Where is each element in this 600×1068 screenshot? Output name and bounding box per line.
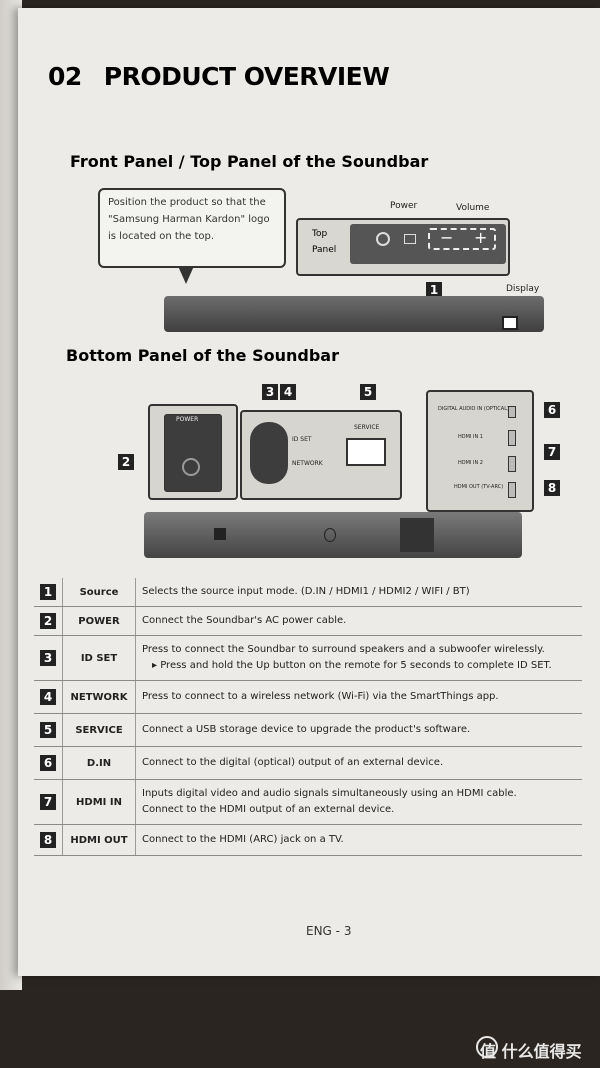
section-number: 02: [48, 62, 82, 91]
page-footer: ENG - 3: [306, 924, 352, 938]
input-ports-window: DIGITAL AUDIO IN (OPTICAL) HDMI IN 1 HDM…: [426, 390, 534, 512]
badge-hdmi-out: 8: [544, 480, 560, 496]
volume-control: − +: [428, 228, 496, 250]
row-badge: 8: [40, 832, 56, 848]
spec-table: 1 Source Selects the source input mode. (D…: [34, 578, 582, 856]
description-line: Connect to the HDMI (ARC) jack on a TV.: [142, 834, 344, 845]
spec-row: 6 D.IN Connect to the digital (optical) ou…: [34, 746, 582, 780]
section-heading: 02 PRODUCT OVERVIEW: [48, 62, 390, 91]
description-note: ▸ Press and hold the Up button on the re…: [142, 658, 576, 674]
ports-mark: [400, 518, 434, 552]
usb-port: [346, 438, 386, 466]
port-label-service: SERVICE: [354, 424, 380, 431]
optical-port: [508, 406, 516, 418]
row-badge: 4: [40, 689, 56, 705]
row-badge: 7: [40, 794, 56, 810]
description-line: Connect to the digital (optical) output …: [142, 757, 444, 768]
display-label: Display: [506, 284, 540, 294]
spec-row: 2 POWER Connect the Soundbar's AC power ca…: [34, 606, 582, 636]
power-port-window: POWER: [148, 404, 238, 500]
row-badge: 5: [40, 722, 56, 738]
power-socket-icon: [182, 458, 200, 476]
display-icon: [502, 316, 518, 330]
port-label-d-in: DIGITAL AUDIO IN (OPTICAL): [438, 406, 509, 412]
spec-row: 5 SERVICE Connect a USB storage device to …: [34, 713, 582, 747]
port-label-network: NETWORK: [292, 460, 323, 467]
description-line: Selects the source input mode. (D.IN / H…: [142, 586, 470, 597]
hdmi-in-1-port: [508, 430, 516, 446]
row-badge: 2: [40, 613, 56, 629]
row-description: Connect a USB storage device to upgrade …: [135, 713, 582, 747]
watermark: 值 什么值得买: [480, 1042, 582, 1061]
soundbar-front: [164, 296, 544, 332]
power-jack-mark: [214, 528, 226, 540]
hdmi-in-2-port: [508, 456, 516, 472]
row-badge: 6: [40, 755, 56, 771]
id-set-mark: [324, 528, 336, 542]
watermark-logo: [476, 1036, 498, 1058]
spec-row: 4 NETWORK Press to connect to a wireless n…: [34, 680, 582, 714]
port-label-hdmi-in-2: HDMI IN 2: [458, 460, 483, 466]
front-panel-heading: Front Panel / Top Panel of the Soundbar: [70, 152, 429, 171]
section-title: PRODUCT OVERVIEW: [103, 62, 390, 91]
description-line: Connect a USB storage device to upgrade …: [142, 724, 471, 735]
soundbar-bottom: [144, 512, 522, 558]
row-badge: 1: [40, 584, 56, 600]
badge-service: 5: [360, 384, 376, 400]
row-name: ID SET: [62, 635, 136, 681]
description-line: Press to connect to a wireless network (…: [142, 691, 499, 702]
badge-id-set: 3: [262, 384, 278, 400]
description-line: Connect the Soundbar's AC power cable.: [142, 615, 347, 626]
badge-hdmi-in: 7: [544, 444, 560, 460]
row-description: Inputs digital video and audio signals s…: [135, 779, 582, 825]
spec-row: 7 HDMI IN Inputs digital video and audio s…: [34, 779, 582, 825]
port-label-power: POWER: [176, 416, 199, 423]
bottom-panel-heading: Bottom Panel of the Soundbar: [66, 346, 339, 365]
badge-network: 4: [280, 384, 296, 400]
power-label: Power: [390, 201, 418, 211]
power-icon: [376, 232, 390, 246]
position-callout: Position the product so that the "Samsun…: [98, 188, 286, 284]
row-name: SERVICE: [62, 713, 136, 747]
hdmi-out-port: [508, 482, 516, 498]
spec-row: 3 ID SET Press to connect the Soundbar to …: [34, 635, 582, 681]
power-jack: [164, 414, 222, 492]
row-description: Connect the Soundbar's AC power cable.: [135, 606, 582, 636]
description-line: Connect to the HDMI output of an externa…: [142, 804, 395, 815]
source-icon: [404, 234, 416, 244]
bullet-icon: ▸: [152, 660, 161, 671]
badge-power: 2: [118, 454, 134, 470]
row-name: NETWORK: [62, 680, 136, 714]
id-set-button: [250, 422, 288, 484]
row-description: Connect to the digital (optical) output …: [135, 746, 582, 780]
row-badge: 3: [40, 650, 56, 666]
spec-row: 1 Source Selects the source input mode. (D…: [34, 578, 582, 607]
row-description: Selects the source input mode. (D.IN / H…: [135, 578, 582, 607]
row-description: Connect to the HDMI (ARC) jack on a TV.: [135, 824, 582, 856]
row-name: Source: [62, 578, 136, 607]
description-line: Press to connect the Soundbar to surroun…: [142, 644, 545, 655]
top-panel-label: Top Panel: [312, 229, 337, 255]
plus-icon: +: [474, 228, 488, 247]
note-text: Press and hold the Up button on the remo…: [160, 660, 552, 671]
badge-d-in: 6: [544, 402, 560, 418]
row-name: HDMI IN: [62, 779, 136, 825]
row-name: D.IN: [62, 746, 136, 780]
badge-source: 1: [426, 282, 442, 298]
row-description: Press to connect the Soundbar to surroun…: [135, 635, 582, 681]
row-description: Press to connect to a wireless network (…: [135, 680, 582, 714]
port-label-hdmi-out: HDMI OUT (TV-ARC): [454, 484, 504, 490]
minus-icon: −: [440, 228, 454, 247]
page-edge: [0, 0, 22, 990]
row-name: HDMI OUT: [62, 824, 136, 856]
volume-label: Volume: [456, 203, 490, 213]
description-line: Inputs digital video and audio signals s…: [142, 788, 517, 799]
spec-row: 8 HDMI OUT Connect to the HDMI (ARC) jack …: [34, 824, 582, 856]
row-name: POWER: [62, 606, 136, 636]
id-network-service-window: ID SET NETWORK SERVICE: [240, 410, 402, 500]
port-label-id-set: ID SET: [292, 436, 312, 443]
port-label-hdmi-in-1: HDMI IN 1: [458, 434, 483, 440]
